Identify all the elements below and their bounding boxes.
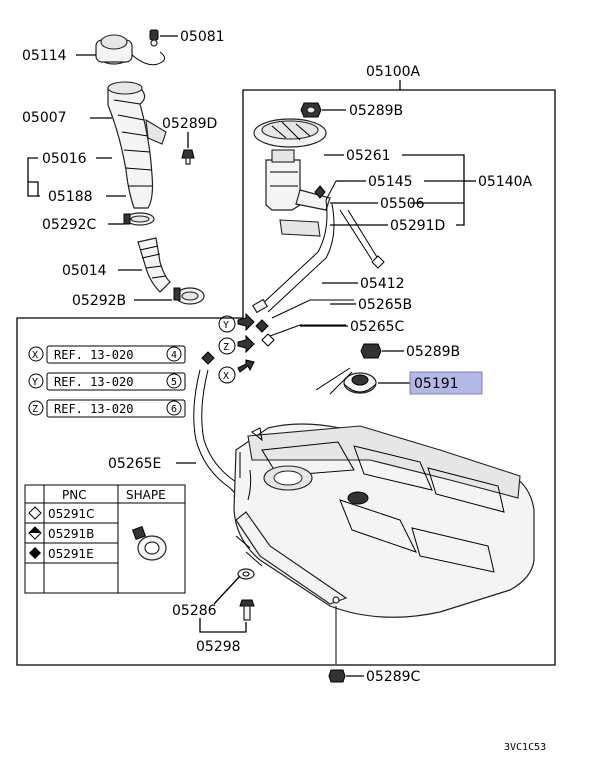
svg-text:SHAPE: SHAPE [126, 488, 166, 502]
part-label-05100A: 05100A [366, 64, 421, 80]
svg-text:Y: Y [32, 377, 38, 388]
part-label-05016: 05016 [42, 151, 87, 167]
ref-row-z: Z REF. 13-020 6 [28, 399, 186, 418]
drawing-code: 3VC1C53 [504, 742, 546, 753]
part-label-05289B-top: 05289B [349, 103, 403, 119]
half-diamond-icon [28, 526, 42, 540]
nut-05289B-mid [360, 343, 382, 359]
svg-text:05291B: 05291B [48, 527, 94, 541]
ref-list: X REF. 13-020 4 Y REF. 13-020 5 Z REF. 1… [28, 345, 186, 418]
nut-05289B-top [300, 102, 322, 118]
part-label-05298: 05298 [196, 639, 241, 655]
part-label-05289D: 05289D [162, 116, 217, 132]
solid-diamond-icon [29, 547, 41, 559]
part-label-05291D: 05291D [390, 218, 445, 234]
ref-row-y: Y REF. 13-020 5 [28, 372, 186, 391]
part-label-05261: 05261 [346, 148, 391, 164]
part-label-05081: 05081 [180, 29, 225, 45]
part-label-05286: 05286 [172, 603, 217, 619]
part-label-05114: 05114 [22, 48, 67, 64]
svg-text:REF. 13-020: REF. 13-020 [54, 402, 133, 416]
connector-x: X [218, 359, 255, 384]
svg-text:05291E: 05291E [48, 547, 94, 561]
svg-text:Z: Z [32, 404, 38, 415]
part-label-05188: 05188 [48, 189, 93, 205]
filler-cap [95, 34, 166, 66]
clip-05081 [149, 29, 159, 47]
part-label-05014: 05014 [62, 263, 107, 279]
nut-05289C [328, 669, 346, 683]
connector-y: Y [218, 312, 255, 333]
filler-neck [107, 81, 167, 209]
gauge-unit-05191 [343, 372, 377, 394]
svg-text:Z: Z [223, 342, 229, 353]
hose-05014 [137, 237, 171, 293]
part-label-05289B-mid: 05289B [406, 344, 460, 360]
legend-table: PNC SHAPE 05291C 05291B 05291E [24, 484, 186, 594]
assembly-outline [16, 89, 556, 666]
bolt-05298 [239, 599, 255, 621]
part-label-05289C: 05289C [366, 669, 421, 685]
svg-text:Y: Y [223, 320, 229, 331]
part-label-05145: 05145 [368, 174, 413, 190]
hose-05412 [251, 298, 269, 314]
svg-text:REF. 13-020: REF. 13-020 [54, 348, 133, 362]
svg-text:X: X [32, 350, 38, 361]
svg-text:05291C: 05291C [48, 507, 95, 521]
part-label-05292C: 05292C [42, 217, 97, 233]
clamp-shape-icon [131, 525, 167, 561]
part-label-05292B: 05292B [72, 293, 126, 309]
ref-row-x: X REF. 13-020 4 [28, 345, 186, 364]
washer-05286 [237, 568, 255, 580]
svg-text:X: X [223, 371, 229, 382]
hollow-diamond-icon [28, 506, 42, 520]
fuel-pump-unit [253, 118, 331, 237]
bolt-05289D [181, 149, 195, 165]
part-label-05265B: 05265B [358, 297, 412, 313]
svg-text:5: 5 [171, 377, 177, 388]
svg-text:4: 4 [171, 350, 177, 361]
part-label-05191: 05191 [414, 376, 459, 392]
clamp-05292B [173, 287, 205, 305]
part-label-05412: 05412 [360, 276, 405, 292]
part-label-05140A: 05140A [478, 174, 533, 190]
connector-z: Z [218, 334, 255, 355]
fuel-tank [233, 423, 535, 618]
svg-text:6: 6 [171, 404, 177, 415]
svg-text:REF. 13-020: REF. 13-020 [54, 375, 133, 389]
clamp-05292C [123, 212, 155, 226]
part-label-05506: 05506 [380, 196, 425, 212]
svg-text:PNC: PNC [62, 488, 87, 502]
part-label-05265C: 05265C [350, 319, 405, 335]
highlight-05191 [409, 371, 483, 395]
part-label-05265E: 05265E [108, 456, 161, 472]
part-label-05007: 05007 [22, 110, 67, 126]
